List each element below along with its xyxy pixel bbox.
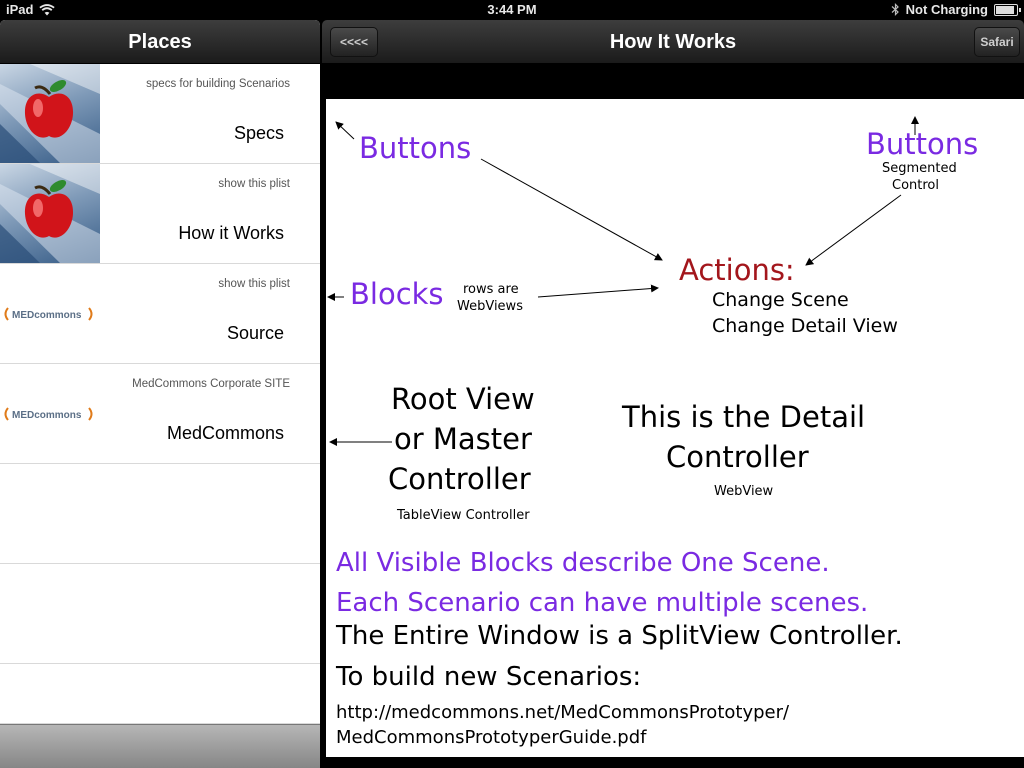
list-item-source[interactable]: MEDcommons show this plist Source <box>0 264 320 364</box>
medcommons-logo: MEDcommons <box>0 364 100 463</box>
buttons-label-right: Buttons <box>866 127 979 161</box>
master-pane: Places specs for building Scenarios Spec… <box>0 20 320 768</box>
status-time: 3:44 PM <box>487 2 537 17</box>
svg-text:MEDcommons: MEDcommons <box>12 410 82 421</box>
webview-label: WebView <box>714 484 774 499</box>
apple-icon <box>0 164 100 263</box>
list-item-subtitle: MedCommons Corporate SITE <box>132 378 290 390</box>
list-item-title: Source <box>226 323 284 343</box>
rows-are-webviews-label: WebViews <box>457 299 523 314</box>
to-build-text: To build new Scenarios: <box>336 662 642 692</box>
visible-blocks-text: All Visible Blocks describe One Scene. <box>336 548 830 578</box>
detail-title: How It Works <box>609 31 737 53</box>
diagram-arrows <box>327 116 919 446</box>
device-label: iPad <box>6 2 34 17</box>
tableview-controller-label: TableView Controller <box>397 508 530 523</box>
guide-url-link[interactable]: MedCommonsPrototyperGuide.pdf <box>336 727 647 748</box>
list-empty-row <box>0 664 320 724</box>
master-title: Places <box>0 20 320 64</box>
blocks-label: Blocks <box>350 277 444 311</box>
webview-content[interactable]: Buttons Buttons Segmented Control Action… <box>326 99 1024 757</box>
status-right: Not Charging <box>891 2 1021 17</box>
detail-pane: How It Works <<<< Safari Buttons Buttons… <box>322 20 1024 768</box>
root-view-label: Root View <box>391 382 535 416</box>
back-button[interactable]: <<<< <box>330 27 378 57</box>
battery-status-label: Not Charging <box>905 2 988 17</box>
change-scene-label: Change Scene <box>712 289 849 311</box>
battery-icon <box>994 3 1021 16</box>
wifi-icon <box>39 3 56 16</box>
list-item-title: MedCommons <box>166 423 284 443</box>
detail-controller-label: Controller <box>666 440 809 474</box>
guide-url-link[interactable]: http://medcommons.net/MedCommonsPrototyp… <box>336 702 790 723</box>
rows-are-webviews-label: rows are <box>463 282 519 297</box>
entire-window-text: The Entire Window is a SplitView Control… <box>336 621 903 651</box>
list-item-subtitle: show this plist <box>218 178 290 190</box>
status-left: iPad <box>6 2 56 17</box>
list-item-subtitle: show this plist <box>218 278 290 290</box>
detail-nav-bar: How It Works <<<< Safari <box>322 20 1024 64</box>
list-empty-row <box>0 464 320 564</box>
change-detail-view-label: Change Detail View <box>712 315 898 337</box>
status-bar: iPad 3:44 PM Not Charging <box>0 0 1024 20</box>
svg-text:MEDcommons: MEDcommons <box>12 310 82 321</box>
root-view-label: Controller <box>388 462 531 496</box>
list-item-subtitle: specs for building Scenarios <box>146 78 290 90</box>
list-item-specs[interactable]: specs for building Scenarios Specs <box>0 64 320 164</box>
list-item-title: How it Works <box>178 223 284 243</box>
list-item-title: Specs <box>233 123 284 143</box>
each-scenario-text: Each Scenario can have multiple scenes. <box>336 588 869 618</box>
medcommons-logo: MEDcommons <box>0 264 100 363</box>
safari-button[interactable]: Safari <box>974 27 1020 57</box>
segmented-control-label: Control <box>892 178 939 193</box>
root-view-label: or Master <box>394 422 532 456</box>
list-item-how-it-works[interactable]: show this plist How it Works <box>0 164 320 264</box>
segmented-control-label: Segmented <box>882 161 957 176</box>
buttons-label-left: Buttons <box>359 131 472 165</box>
detail-controller-label: This is the Detail <box>622 400 866 434</box>
list-empty-row <box>0 564 320 664</box>
actions-label: Actions: <box>679 253 795 287</box>
apple-icon <box>0 64 100 163</box>
master-toolbar <box>0 724 320 768</box>
list-item-medcommons[interactable]: MEDcommons MedCommons Corporate SITE Med… <box>0 364 320 464</box>
bluetooth-icon <box>891 3 900 16</box>
